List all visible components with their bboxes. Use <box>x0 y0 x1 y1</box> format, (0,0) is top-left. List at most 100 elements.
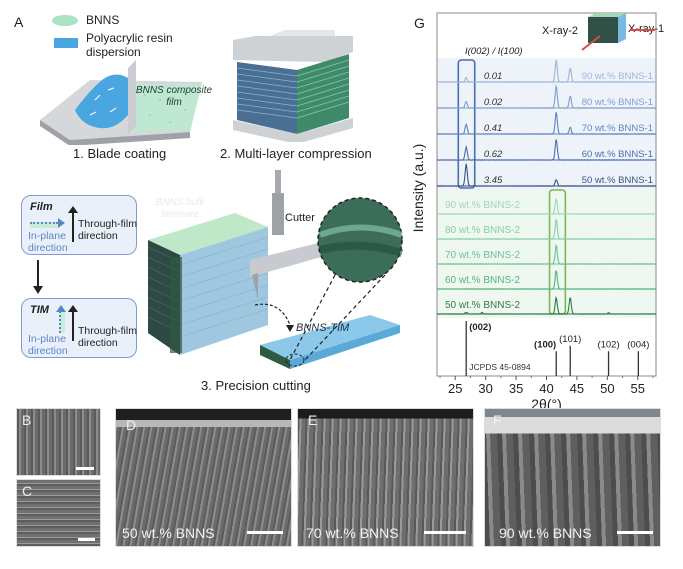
sem-image-e: E 70 wt.% BNNS <box>297 408 474 547</box>
panel-a-letter: A <box>14 14 24 30</box>
group2-series-label: 90 wt.% BNNS-2 <box>445 200 520 211</box>
sem-image-c: C <box>16 479 101 547</box>
ratio-value: 0.62 <box>484 149 503 160</box>
x-axis-label: 2θ(°) <box>531 396 562 410</box>
reference-card-label: JCPDS 45-0894 <box>469 362 531 372</box>
reference-hkl-label: (102) <box>597 339 619 350</box>
film-in-plane-label: In-plane direction <box>28 230 68 254</box>
group1-series-label: 60 wt.% BNNS-1 <box>582 149 653 160</box>
in-plane-arrowhead-icon <box>58 218 65 228</box>
tim-in-plane-label: In-plane direction <box>28 333 68 357</box>
group1-series-label: 70 wt.% BNNS-1 <box>582 123 653 134</box>
scale-bar <box>424 531 466 534</box>
panel-g-letter: G <box>414 15 425 31</box>
group1-series-label: 50 wt.% BNNS-1 <box>582 175 653 186</box>
group2-series-label: 80 wt.% BNNS-2 <box>445 225 520 236</box>
xrd-chart: X-ray-2X-ray-1I(002) / I(100)90 wt.% BNN… <box>436 12 664 410</box>
x-tick-label: 25 <box>448 381 462 396</box>
ratio-value: 0.01 <box>484 71 503 82</box>
step2-caption: 2. Multi-layer compression <box>220 146 372 161</box>
down-arrowhead-icon <box>33 286 43 294</box>
peak-002-highlight-box <box>457 59 476 189</box>
group2-series-label: 60 wt.% BNNS-2 <box>445 275 520 286</box>
tim-direction-box: TIM In-plane direction Through-film dire… <box>21 298 137 358</box>
sem-d-letter: D <box>126 417 137 433</box>
x-tick-label: 50 <box>600 381 614 396</box>
sem-f-letter: F <box>493 412 502 428</box>
inset-cube-side <box>618 13 626 43</box>
sem-image-b: B <box>16 408 101 476</box>
in-plane-arrow-icon <box>30 222 58 228</box>
film-through-label: Through-film direction <box>78 218 137 242</box>
x-tick-label: 35 <box>509 381 523 396</box>
tim-in-plane-arrow-icon <box>59 311 65 333</box>
reference-hkl-label: (101) <box>559 334 581 345</box>
ratio-value: 0.02 <box>484 97 503 108</box>
group2-series-label: 50 wt.% BNNS-2 <box>445 300 520 311</box>
reference-hkl-label: (100) <box>534 339 556 350</box>
scale-bar <box>247 531 283 534</box>
resin-legend-swatch <box>54 38 78 48</box>
sem-e-letter: E <box>308 412 318 428</box>
x-tick-label: 55 <box>631 381 645 396</box>
group1-background <box>437 58 656 190</box>
cutter-label: Cutter <box>285 212 315 224</box>
sem-image-f: F 90 wt.% BNNS <box>484 408 661 547</box>
sem-e-label: 70 wt.% BNNS <box>306 525 399 541</box>
group1-trace <box>436 84 657 109</box>
group2-trace <box>436 270 657 290</box>
group1-trace <box>436 112 657 135</box>
multilayer-compression-illustration <box>233 30 353 142</box>
sem-f-label: 90 wt.% BNNS <box>499 525 592 541</box>
xray2-arrow <box>581 35 601 51</box>
tim-through-arrowhead-icon <box>68 305 78 312</box>
reference-hkl-label: (002) <box>469 322 491 333</box>
ratio-value: 3.45 <box>484 175 503 186</box>
sem-image-d: D 50 wt.% BNNS <box>115 408 292 547</box>
film-box-title: Film <box>30 201 53 213</box>
y-axis-label: Intensity (a.u.) <box>410 143 426 233</box>
sem-b-letter: B <box>22 412 32 428</box>
bnns-tim-label: BNNS-TIM <box>296 322 350 334</box>
composite-film-label: BNNS composite film <box>135 85 213 108</box>
tim-through-label: Through-film direction <box>78 325 137 349</box>
bulk-laminate-label: BNNS bulk laminate <box>155 197 205 220</box>
reference-hkl-label: (004) <box>627 339 649 350</box>
x-tick-label: 45 <box>570 381 584 396</box>
scale-bar <box>76 467 94 470</box>
legend-bnns: BNNS <box>86 13 120 27</box>
group2-trace <box>437 243 657 265</box>
group2-background <box>437 190 656 318</box>
ratio-header: I(002) / I(100) <box>465 46 523 57</box>
y-axis-label-wrap: Intensity (a.u.) <box>408 120 426 260</box>
through-film-arrow-icon <box>72 210 74 242</box>
xray2-label: X-ray-2 <box>542 25 578 37</box>
step1-caption: 1. Blade coating <box>73 146 167 161</box>
legend-resin: Polyacrylic resin dispersion <box>86 31 173 59</box>
x-tick-label: 30 <box>478 381 492 396</box>
group1-series-label: 90 wt.% BNNS-1 <box>582 71 653 82</box>
scale-bar <box>78 538 95 541</box>
down-arrow-icon <box>37 260 39 288</box>
tim-box-title: TIM <box>30 304 49 316</box>
film-direction-box: Film In-plane direction Through-film dir… <box>21 195 137 255</box>
precision-cutting-illustration <box>147 170 404 369</box>
group1-trace <box>436 139 657 161</box>
x-tick-label: 40 <box>539 381 553 396</box>
sem-d-label: 50 wt.% BNNS <box>122 525 215 541</box>
ratio-value: 0.41 <box>484 123 503 134</box>
through-film-arrowhead-icon <box>68 206 78 213</box>
tim-through-arrow-icon <box>72 309 74 341</box>
blade-coating-illustration <box>40 60 202 145</box>
tim-in-plane-arrowhead-icon <box>56 305 66 312</box>
sem-c-letter: C <box>22 483 33 499</box>
group1-trace <box>436 58 657 83</box>
group2-trace <box>436 295 657 315</box>
group2-trace <box>436 198 657 215</box>
scale-bar <box>617 531 653 534</box>
bnns-legend-swatch <box>52 15 78 26</box>
inset-cube <box>588 17 618 43</box>
step3-caption: 3. Precision cutting <box>201 378 311 393</box>
group2-trace <box>436 218 657 240</box>
group2-series-label: 70 wt.% BNNS-2 <box>445 250 520 261</box>
